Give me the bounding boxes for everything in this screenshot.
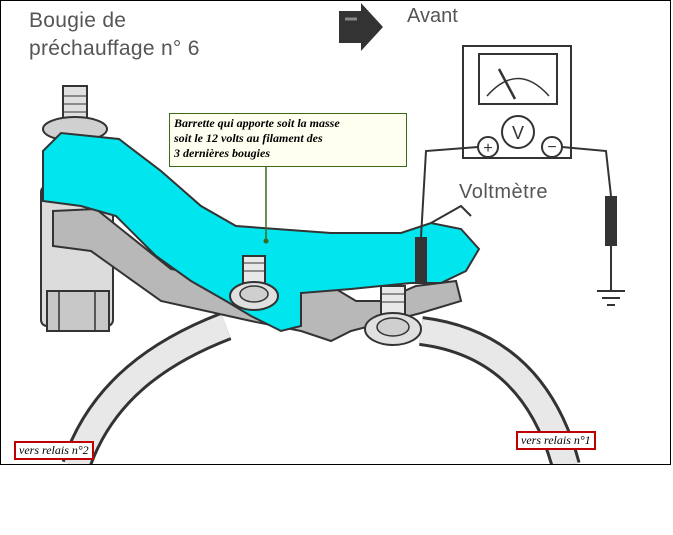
probe-negative (605, 196, 617, 246)
glow-plug-nut (46, 290, 110, 332)
nut-right (364, 285, 422, 346)
meter-plus: + (483, 140, 492, 157)
callout-box: Barrette qui apporte soit la masse soit … (169, 113, 407, 167)
voltmeter: V + − (462, 45, 572, 159)
direction-arrow-icon (339, 3, 383, 51)
diagram-drawing: V + − (40, 3, 625, 464)
diagram-title: Bougie de préchauffage n° 6 (29, 7, 200, 63)
meter-symbol: V (512, 123, 524, 143)
callout-line-1: Barrette qui apporte soit la masse (174, 116, 340, 130)
relay-2-label: vers relais n°2 (14, 441, 94, 460)
direction-label: Avant (407, 5, 458, 27)
title-line-1: Bougie de (29, 9, 127, 32)
ground-icon (597, 290, 625, 306)
relay-1-label: vers relais n°1 (516, 431, 596, 450)
voltmeter-label: Voltmètre (459, 181, 548, 203)
probe-positive (415, 237, 427, 283)
meter-minus: − (547, 139, 556, 156)
cable-relais-2-inner (64, 314, 231, 464)
callout-line-3: 3 dernières bougies (174, 146, 270, 160)
diagram-frame: V + − Bougie de préchauffage n° 6 (0, 0, 671, 465)
callout-line-2: soit le 12 volts au filament des (174, 131, 323, 145)
probe-wire-positive (420, 146, 479, 238)
title-line-2: préchauffage n° 6 (29, 37, 200, 60)
probe-wire-negative (561, 146, 612, 197)
nut-center (229, 255, 279, 311)
